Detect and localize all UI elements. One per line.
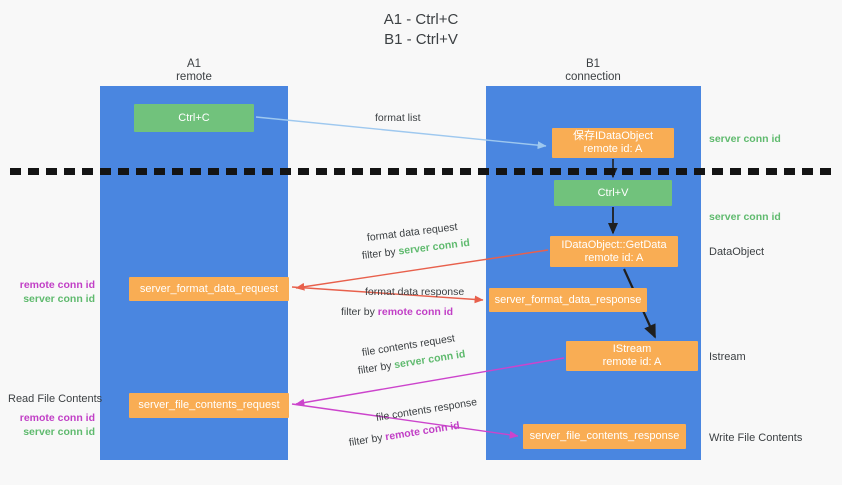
filter-by-text-1: filter by xyxy=(361,245,400,262)
node-ctrl-c-label: Ctrl+C xyxy=(178,111,210,124)
title-line-1: A1 - Ctrl+C xyxy=(383,11,459,28)
edge-label-file-contents-response: file contents response xyxy=(375,395,478,425)
left-label-read-file-contents: Read File Contents xyxy=(8,393,103,405)
column-header-a1: A1 remote xyxy=(130,58,258,84)
column-a1-name: A1 xyxy=(186,58,202,70)
node-server-file-contents-request-label: server_file_contents_request xyxy=(138,399,280,411)
edge-label-format-list-text: format list xyxy=(375,112,421,124)
node-ctrl-v[interactable]: Ctrl+V xyxy=(554,180,672,206)
right-label-write-file-contents: Write File Contents xyxy=(709,432,803,444)
filter-by-text-3: filter by xyxy=(357,359,396,377)
node-server-format-data-response-label: server_format_data_response xyxy=(494,293,642,306)
node-ctrl-v-label: Ctrl+V xyxy=(597,186,629,199)
node-getdata-title: IDataObject::GetData xyxy=(561,238,667,251)
left-remote-conn-id-2: remote conn id xyxy=(19,412,95,424)
left-server-conn-id-2: server conn id xyxy=(23,426,95,438)
left-conn-id-stack-format: remote conn id server conn id xyxy=(0,278,95,306)
node-getdata-remote-id: remote id: A xyxy=(584,251,644,264)
node-server-format-data-request-label: server_format_data_request xyxy=(139,282,279,295)
node-server-format-data-response[interactable]: server_format_data_response xyxy=(489,288,647,312)
node-istream[interactable]: IStream remote id: A xyxy=(566,341,698,371)
edge-filter-file-contents-response: filter by remote conn id xyxy=(348,419,461,450)
title-line-2: B1 - Ctrl+V xyxy=(384,31,458,48)
filter-remote-conn-id-2: remote conn id xyxy=(377,306,454,318)
right-label-server-conn-id-mid: server conn id xyxy=(709,211,781,223)
column-b1-sub: connection xyxy=(565,71,621,83)
left-conn-id-stack-file: remote conn id server conn id xyxy=(0,411,95,439)
column-b1-name: B1 xyxy=(585,58,601,70)
node-server-file-contents-request[interactable]: server_file_contents_request xyxy=(129,393,289,418)
filter-by-text-4: filter by xyxy=(348,431,387,449)
diagram-title: A1 - Ctrl+C B1 - Ctrl+V xyxy=(0,10,842,50)
left-server-conn-id-1: server conn id xyxy=(23,293,95,305)
phase-divider xyxy=(10,168,832,175)
node-ctrl-c[interactable]: Ctrl+C xyxy=(134,104,254,132)
right-label-dataobject: DataObject xyxy=(709,246,765,258)
right-label-istream: Istream xyxy=(709,351,746,363)
filter-by-text-2: filter by xyxy=(341,306,378,318)
edge-label-format-data-response: format data response xyxy=(365,285,464,299)
node-server-file-contents-response[interactable]: server_file_contents_response xyxy=(523,424,686,449)
right-label-server-conn-id-top: server conn id xyxy=(709,133,781,145)
edge-label-format-data-response-text: format data response xyxy=(365,286,465,298)
edge-label-file-contents-response-text: file contents response xyxy=(375,396,478,424)
node-istream-title: IStream xyxy=(612,343,652,355)
node-idataobject-title: 保存IDataObject xyxy=(572,130,654,142)
edge-filter-format-data-response: filter by remote conn id xyxy=(341,305,453,319)
node-idataobject-remote-id: remote id: A xyxy=(583,143,643,155)
left-remote-conn-id-1: remote conn id xyxy=(19,279,95,291)
node-idataobject-getdata[interactable]: IDataObject::GetData remote id: A xyxy=(550,236,678,267)
edge-label-format-list: format list xyxy=(375,111,421,125)
column-header-b1: B1 connection xyxy=(528,58,658,84)
node-server-file-contents-response-label: server_file_contents_response xyxy=(529,430,680,442)
node-server-format-data-request[interactable]: server_format_data_request xyxy=(129,277,289,301)
node-istream-remote-id: remote id: A xyxy=(602,356,662,368)
node-idataobject[interactable]: 保存IDataObject remote id: A xyxy=(552,128,674,158)
column-a1-sub: remote xyxy=(176,71,212,83)
filter-remote-conn-id-4: remote conn id xyxy=(384,419,461,444)
